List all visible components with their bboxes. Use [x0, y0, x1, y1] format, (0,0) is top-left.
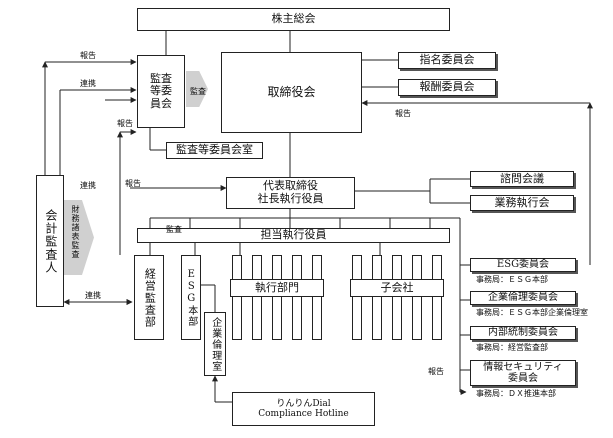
mgmt-audit-label: 経営監査部 — [143, 267, 157, 328]
executive-meeting-label: 業務執行会 — [494, 195, 550, 209]
hotline-line2: Compliance Hotline — [258, 409, 349, 419]
subsidiaries-label: 子会社 — [380, 280, 414, 294]
subsidiary-column — [392, 255, 402, 340]
exec-column — [292, 255, 302, 340]
esg-div-label: ESG本部 — [185, 268, 197, 327]
remuneration-label: 報酬委員会 — [419, 80, 475, 94]
esg-division: ESG本部 — [181, 255, 201, 340]
esg-committee-label: ESG委員会 — [496, 259, 550, 271]
ethics-committee-label: 企業倫理委員会 — [488, 292, 558, 304]
internal-control-committee: 内部統制委員会 — [470, 326, 576, 340]
ceo-box: 代表取締役 社長執行役員 — [226, 177, 355, 209]
infosec-line1: 情報セキュリティ — [483, 361, 563, 373]
ceo-line1: 代表取締役 — [263, 179, 318, 193]
exec-column — [232, 255, 242, 340]
report-label: 報告 — [125, 179, 141, 188]
audit-committee-office: 監査等委員会室 — [166, 142, 263, 159]
hotline-line1: りんりんDial — [276, 398, 331, 409]
audit-arrow-band — [186, 71, 208, 107]
subsidiary-column — [352, 255, 362, 340]
executive-meeting: 業務執行会 — [470, 195, 574, 211]
report-label: 報告 — [428, 367, 444, 376]
ceo-line2: 社長執行役員 — [257, 192, 324, 205]
management-audit-dept: 経営監査部 — [134, 255, 164, 340]
infosec-secretariat: 事務局：ＤＸ推進本部 — [476, 389, 556, 398]
infosec-line2: 委員会 — [508, 373, 538, 384]
internal-control-label: 内部統制委員会 — [488, 327, 558, 339]
internal-control-secretariat: 事務局：経営監査部 — [476, 343, 548, 352]
shareholders-label: 株主総会 — [271, 12, 316, 26]
nomination-label: 指名委員会 — [419, 53, 475, 67]
officers-label: 担当執行役員 — [260, 228, 327, 242]
financial-audit-label: 財務諸表監査 — [71, 205, 80, 259]
collaboration-label: 連携 — [80, 181, 96, 190]
executive-officers: 担当執行役員 — [137, 228, 450, 243]
subsidiaries: 子会社 — [350, 279, 444, 297]
esg-secretariat: 事務局：ＥＳＧ本部 — [476, 275, 548, 284]
report-label: 報告 — [117, 119, 133, 128]
shareholders-meeting: 株主総会 — [137, 8, 450, 31]
board-label: 取締役会 — [267, 84, 316, 99]
subsidiary-column — [432, 255, 442, 340]
nomination-committee: 指名委員会 — [398, 52, 496, 69]
report-label: 報告 — [395, 109, 411, 118]
collaboration-label: 連携 — [80, 79, 96, 88]
collaboration-label: 連携 — [85, 291, 101, 300]
exec-column — [252, 255, 262, 340]
subsidiary-column — [412, 255, 422, 340]
audit-label: 監査 — [166, 225, 182, 234]
exec-column — [312, 255, 322, 340]
audit-label: 監査 — [190, 87, 206, 96]
auditor-label: 会計監査人 — [43, 208, 58, 274]
infosec-committee: 情報セキュリティ 委員会 — [470, 360, 576, 386]
board-of-directors: 取締役会 — [221, 52, 362, 133]
corporate-ethics-office: 企業倫理室 — [204, 312, 226, 376]
advisory-council: 諮問会議 — [470, 171, 574, 187]
remuneration-committee: 報酬委員会 — [398, 79, 496, 96]
ethics-committee: 企業倫理委員会 — [470, 291, 576, 305]
compliance-hotline: りんりんDial Compliance Hotline — [232, 392, 375, 426]
subsidiary-column — [372, 255, 382, 340]
advisory-label: 諮問会議 — [500, 171, 544, 185]
audit-office-label: 監査等委員会室 — [176, 143, 253, 157]
exec-column — [272, 255, 282, 340]
ethics-office-label: 企業倫理室 — [209, 316, 221, 372]
ethics-secretariat: 事務局：ＥＳＧ本部企業倫理室 — [476, 308, 588, 317]
audit-committee: 監査等委員会 — [137, 55, 185, 128]
report-label: 報告 — [80, 51, 96, 60]
exec-depts-label: 執行部門 — [255, 280, 299, 294]
execution-departments: 執行部門 — [230, 279, 324, 297]
audit-committee-label: 監査等委員会 — [150, 71, 172, 110]
esg-committee: ESG委員会 — [470, 258, 576, 272]
accounting-auditor: 会計監査人 — [36, 175, 64, 307]
